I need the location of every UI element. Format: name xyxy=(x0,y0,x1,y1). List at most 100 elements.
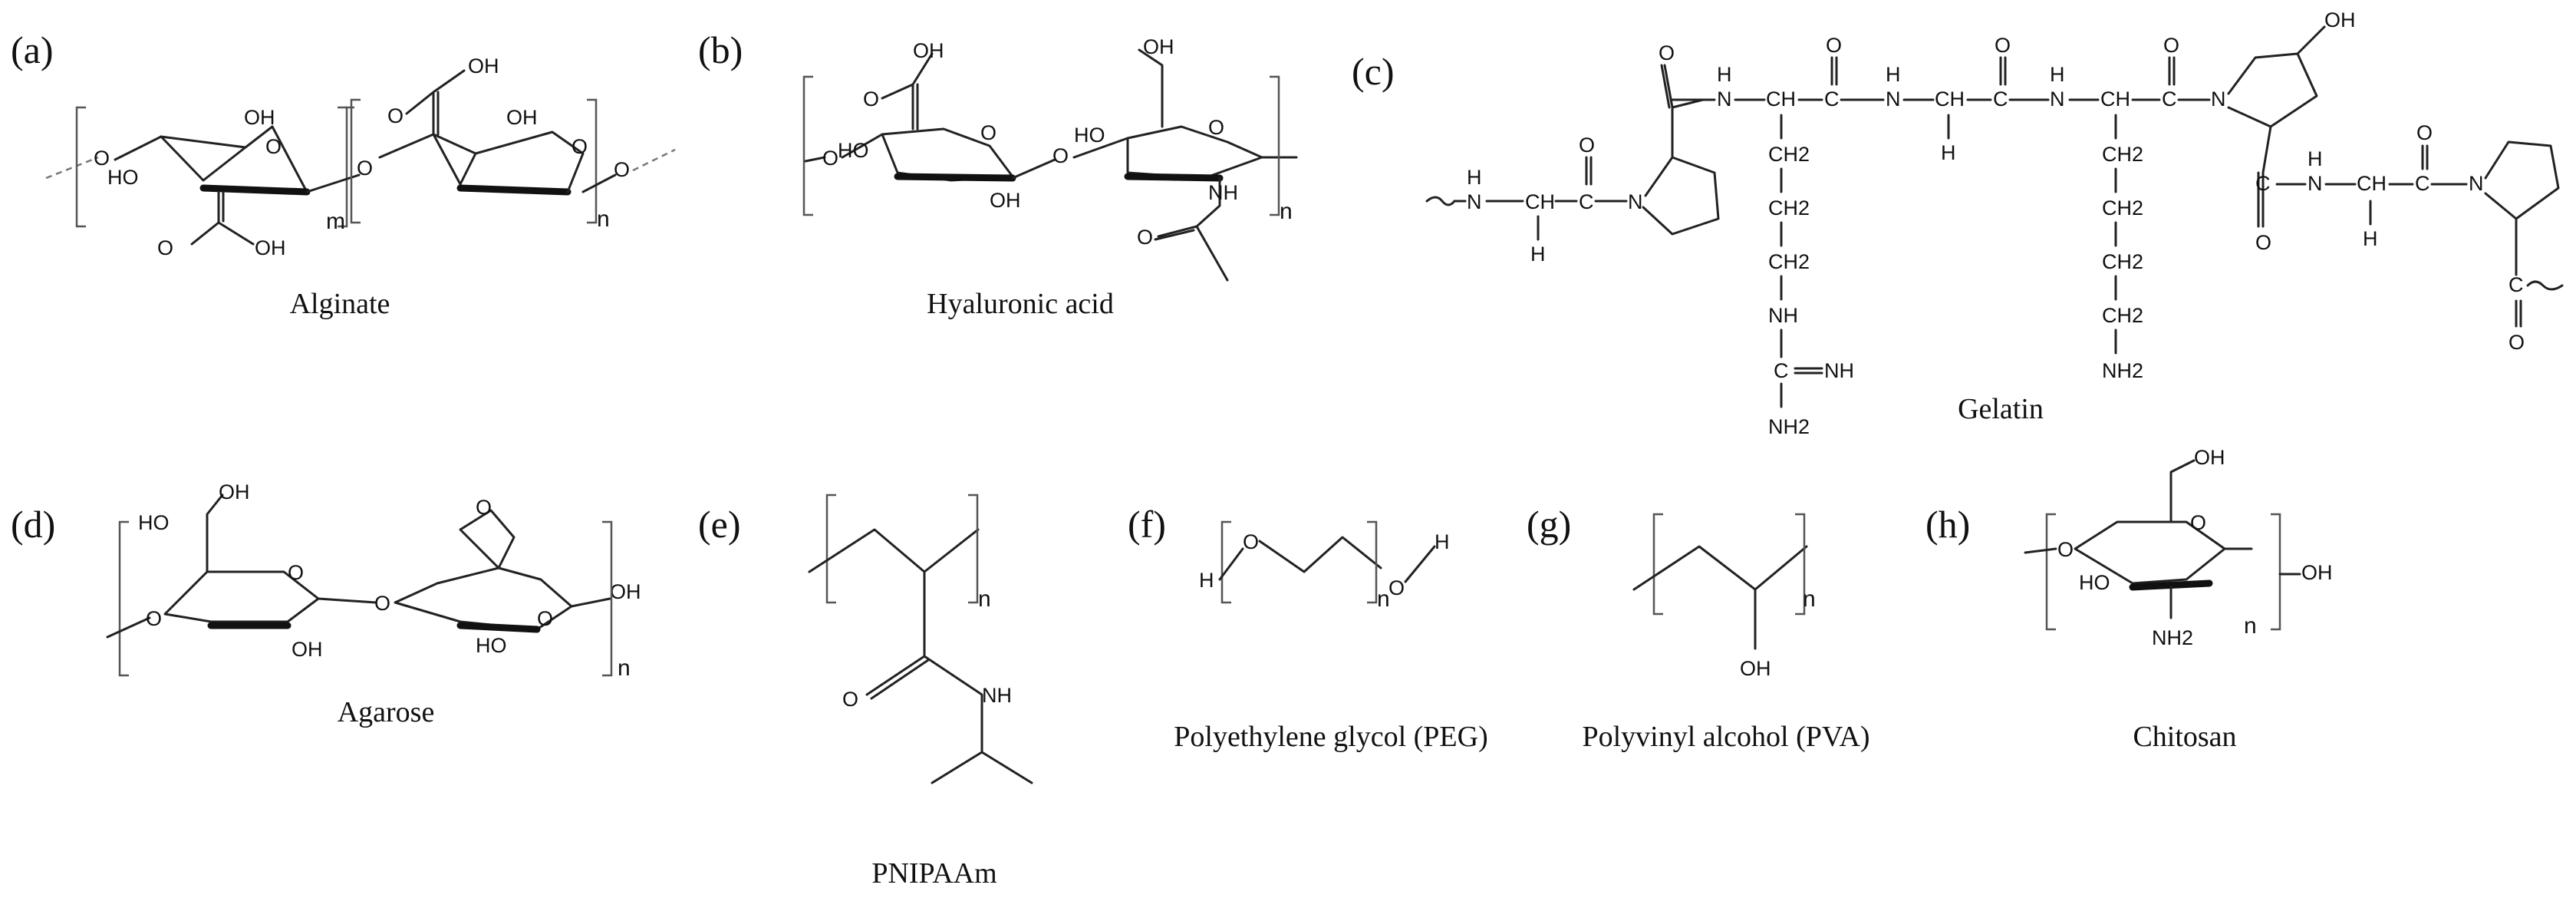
atom: O xyxy=(822,147,838,170)
atom: O xyxy=(572,135,588,158)
atom: CH2 xyxy=(1768,143,1810,166)
atom: OH xyxy=(1143,35,1174,58)
atom: NH xyxy=(1768,304,1798,327)
ring-front-bond xyxy=(456,622,541,633)
atom: O xyxy=(1052,144,1069,167)
repeat-bracket xyxy=(75,106,86,228)
atom: CH2 xyxy=(2102,304,2143,327)
atom: O xyxy=(863,87,879,111)
repeat-bracket xyxy=(118,520,129,677)
atom: C xyxy=(2415,172,2430,195)
atom: O xyxy=(476,496,492,519)
bond xyxy=(2257,125,2272,228)
atom: OH xyxy=(292,638,323,661)
chain-bond xyxy=(804,156,826,163)
atom: N xyxy=(1628,190,1643,213)
panel-f-label: (f) xyxy=(1128,503,1166,546)
atom: C xyxy=(2162,87,2177,111)
backbone-bond xyxy=(808,528,980,573)
repeat-bracket xyxy=(1795,513,1806,616)
atom: O xyxy=(980,121,996,144)
hydroxyproline-ring xyxy=(2227,52,2318,128)
panel-d-agarose: (d) O O HO OH OH O O O HO OH n Agarose xyxy=(11,480,641,728)
glycosidic-bond xyxy=(1011,158,1056,180)
panel-h-label: (h) xyxy=(1925,503,1970,546)
panel-a-label: (a) xyxy=(11,28,54,71)
ring-bond xyxy=(378,130,585,186)
atom: O xyxy=(387,104,404,127)
repeat-bracket xyxy=(968,494,979,604)
panel-a-alginate: (a) O HO OH O O OH m O O OH O OH n O Alg xyxy=(11,28,676,320)
atom: N xyxy=(2211,87,2226,111)
ring-front-bond xyxy=(894,173,1016,182)
double-bond xyxy=(1794,367,1823,375)
chain-bond xyxy=(2024,547,2057,554)
atom: H xyxy=(1199,569,1214,592)
atom: O xyxy=(374,592,390,615)
repeat-bracket xyxy=(1652,513,1663,616)
atom: OH xyxy=(2324,8,2356,31)
chain-continuation xyxy=(45,156,99,180)
ring-bond xyxy=(566,152,585,193)
bond xyxy=(2296,25,2326,55)
atom: CH xyxy=(1525,190,1555,213)
atom: O xyxy=(2190,511,2206,534)
panel-e-pnipaam: (e) n O NH PNIPAAm xyxy=(698,494,1033,890)
subscript-n: n xyxy=(618,655,631,681)
double-bond xyxy=(1999,56,2007,86)
chain-continuation xyxy=(2526,280,2564,291)
acetamide-bond xyxy=(1154,177,1229,282)
atom: CH xyxy=(2357,172,2387,195)
atom: C xyxy=(2255,172,2271,195)
double-bond xyxy=(1830,56,1838,86)
atom: N xyxy=(1886,87,1901,111)
panel-a-caption: Alginate xyxy=(290,288,390,320)
atom: OH xyxy=(913,39,944,62)
atom: O xyxy=(2057,538,2074,561)
atom: CH xyxy=(1935,87,1965,111)
atom: NH2 xyxy=(2152,626,2193,649)
double-bond xyxy=(2421,144,2429,170)
glycosidic-bond xyxy=(581,173,617,193)
subscript-n: n xyxy=(1280,199,1293,224)
atom: C xyxy=(1824,87,1840,111)
repeat-bracket xyxy=(2045,513,2056,631)
atom: OH xyxy=(468,54,499,78)
atom: CH xyxy=(2100,87,2130,111)
subscript-m: m xyxy=(326,209,345,234)
atom: NH2 xyxy=(2102,359,2143,382)
bond xyxy=(1660,64,1705,159)
atom: HO xyxy=(2079,571,2110,594)
chain-bond xyxy=(570,597,611,608)
atom: NH xyxy=(982,684,1012,707)
hydroxymethyl-bond xyxy=(1138,48,1164,128)
atom: O xyxy=(1137,226,1153,249)
ring-front-bond xyxy=(1124,173,1224,182)
atom: N xyxy=(2469,172,2484,195)
repeat-bracket xyxy=(802,75,813,216)
repeat-bracket xyxy=(350,98,361,224)
atom: NH2 xyxy=(1768,415,1810,438)
atom: H xyxy=(2308,147,2323,170)
atom: N xyxy=(1717,87,1732,111)
ring-bond xyxy=(114,125,274,161)
panel-h-chitosan: (h) O O HO OH NH2 n OH Chitosan xyxy=(1925,446,2333,753)
carboxyl-bond xyxy=(881,52,934,130)
subscript-n: n xyxy=(978,586,991,612)
atom: OH xyxy=(506,106,538,129)
backbone-bond xyxy=(1632,545,1808,591)
repeat-bracket xyxy=(1367,520,1378,604)
panel-c-label: (c) xyxy=(1352,50,1395,93)
atom: O xyxy=(2163,34,2179,57)
atom: CH2 xyxy=(1768,250,1810,273)
atom: O xyxy=(1208,116,1224,139)
atom: OH xyxy=(255,236,286,259)
subscript-n: n xyxy=(1803,586,1816,612)
chain-continuation xyxy=(632,148,676,172)
ring-front-bond xyxy=(2129,579,2213,591)
atom: O xyxy=(1995,34,2011,57)
atom: CH2 xyxy=(1768,196,1810,220)
carboxyl-bond xyxy=(190,190,255,246)
atom: OH xyxy=(610,580,641,603)
atom: NH xyxy=(1824,359,1854,382)
